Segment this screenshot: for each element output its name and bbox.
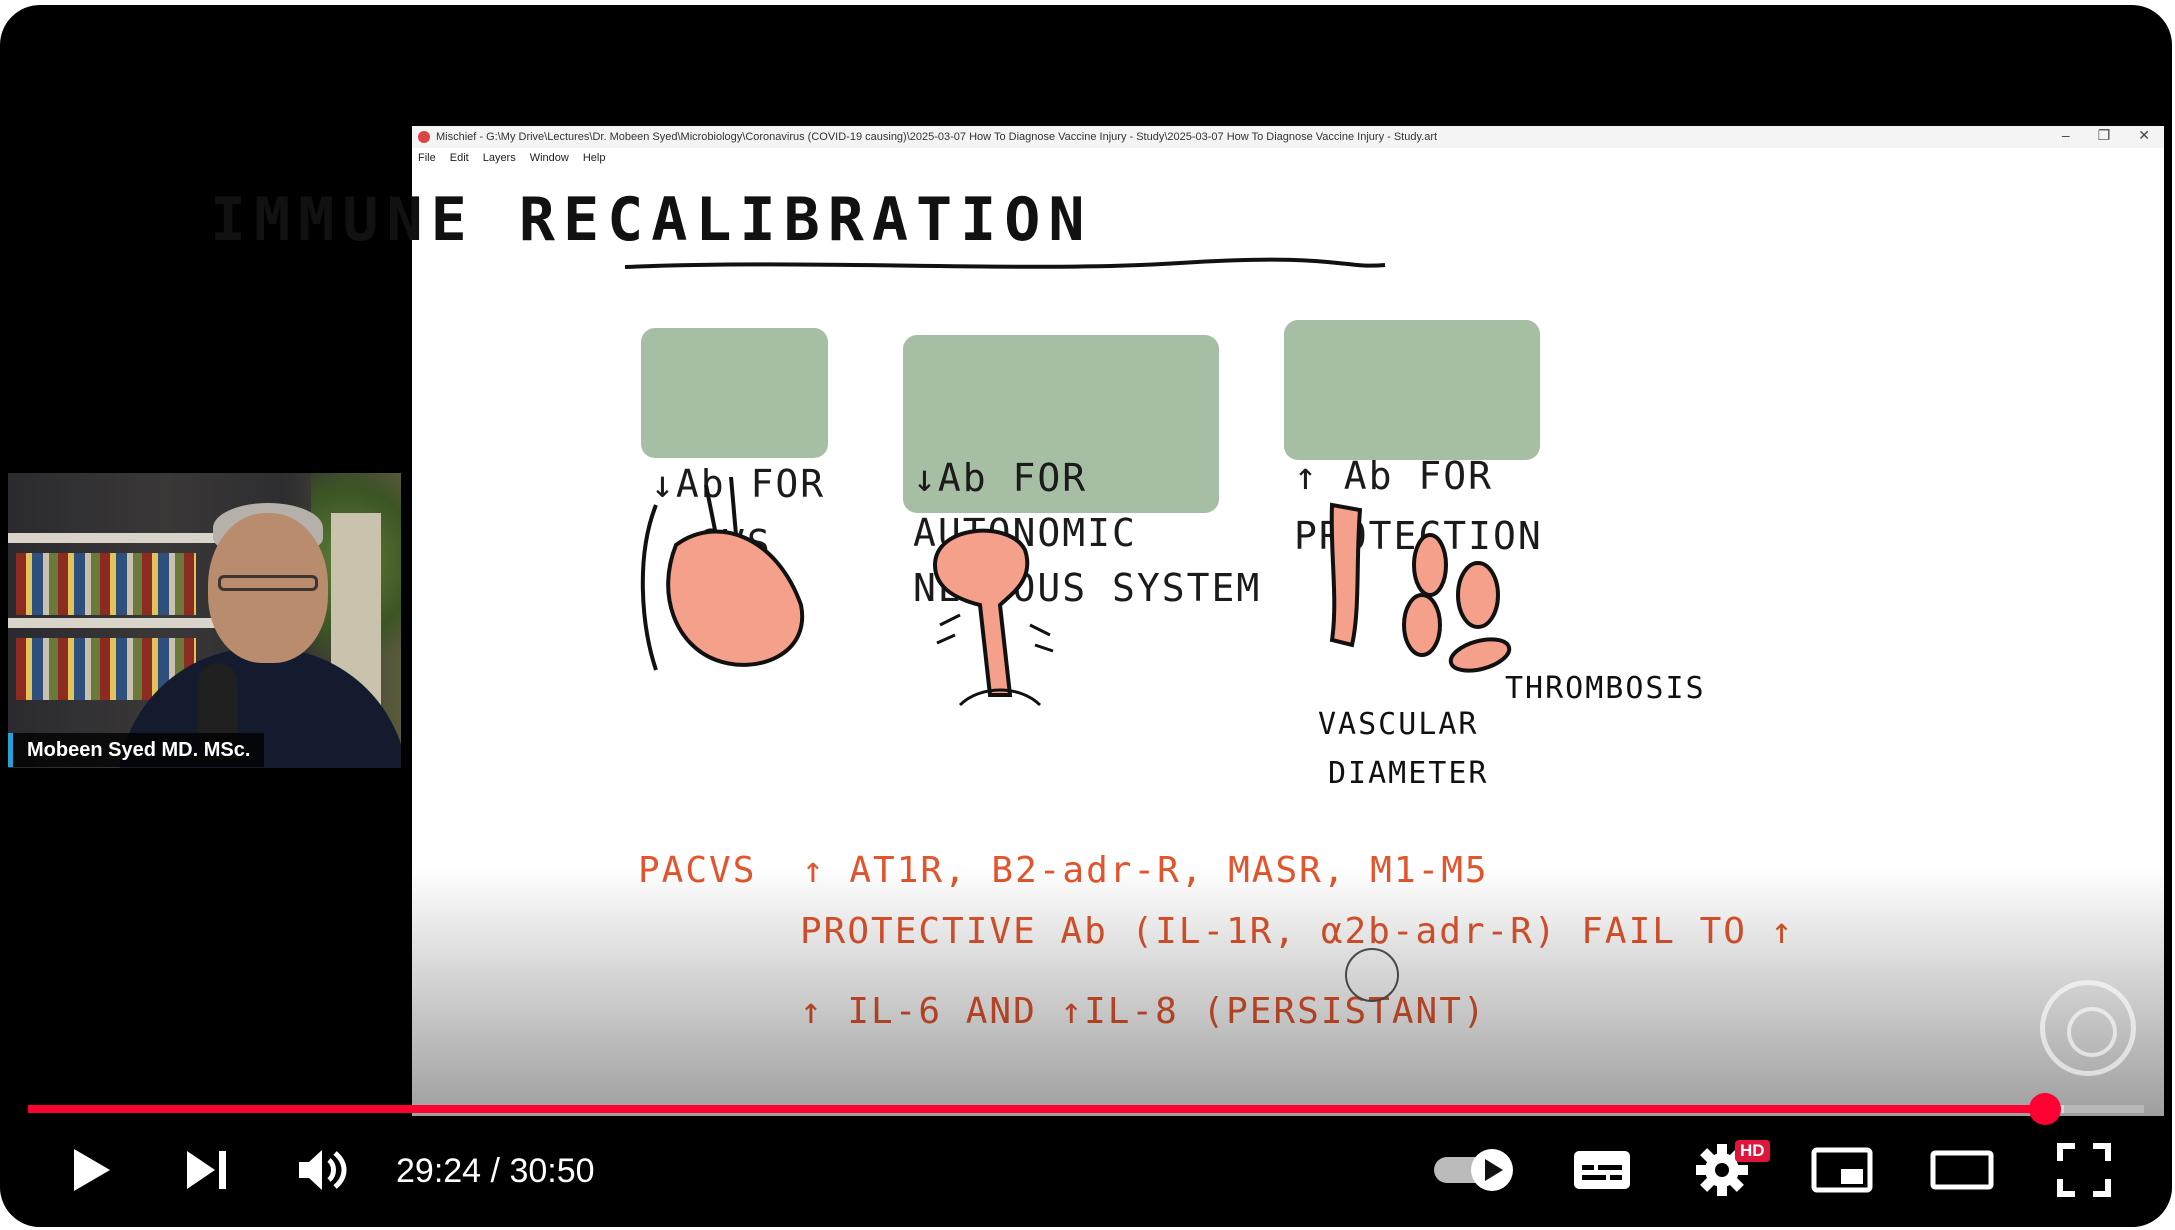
menu-edit: Edit: [449, 152, 469, 164]
hd-badge: HD: [1735, 1140, 1770, 1162]
time-display: 29:24 / 30:50: [396, 1152, 595, 1191]
menu-window: Window: [529, 152, 569, 164]
control-bar: 29:24 / 30:50 HD: [0, 1130, 2172, 1220]
label-diameter: DIAMETER: [1328, 756, 1489, 791]
volume-icon: [299, 1150, 347, 1190]
board-title: IMMUNE RECALIBRATION: [210, 185, 1093, 255]
window-menubar: File Edit Layers Window Help: [412, 148, 605, 168]
subtitles-button[interactable]: [1570, 1130, 1634, 1210]
menu-help: Help: [582, 152, 606, 164]
menu-layers: Layers: [482, 152, 516, 164]
next-icon: [187, 1151, 226, 1189]
duration: 30:50: [509, 1152, 595, 1190]
play-icon: [74, 1149, 110, 1191]
theater-icon: [1930, 1150, 1994, 1190]
time-separator: /: [481, 1152, 510, 1190]
autoplay-toggle[interactable]: [1430, 1130, 1520, 1210]
note-line2: PROTECTIVE Ab (IL-1R, α2b-adr-R) FAIL TO…: [800, 911, 1795, 952]
progress-scrubber-handle[interactable]: [2028, 1093, 2061, 1125]
progress-played: [28, 1105, 2045, 1113]
video-player[interactable]: Mischief - G:\My Drive\Lectures\Dr. Mobe…: [0, 5, 2172, 1227]
note-pacvs: PACVS: [638, 850, 757, 891]
label-vascular: VASCULAR: [1318, 707, 1479, 742]
box-ab-cvs: ↓Ab FORCVS: [641, 328, 828, 566]
fullscreen-icon: [2057, 1143, 2111, 1197]
brain-drawing: [932, 528, 1054, 707]
fullscreen-button[interactable]: [2052, 1130, 2116, 1210]
restore-icon: ❐: [2097, 127, 2111, 143]
window-title: Mischief - G:\My Drive\Lectures\Dr. Mobe…: [436, 131, 1438, 143]
miniplayer-button[interactable]: [1810, 1130, 1874, 1210]
volume-button[interactable]: [292, 1130, 352, 1210]
pointer-cursor: [1345, 948, 1399, 1002]
title-underline: [624, 257, 1386, 269]
current-time: 29:24: [396, 1152, 482, 1190]
theater-mode-button[interactable]: [1930, 1130, 1994, 1210]
note-line1: ↑ AT1R, B2-adr-R, MASR, M1-M5: [802, 850, 1489, 891]
next-button[interactable]: [176, 1130, 236, 1210]
progress-bar[interactable]: [28, 1093, 2144, 1125]
presenter-webcam: [8, 473, 401, 768]
miniplayer-icon: [1811, 1147, 1873, 1193]
channel-watermark-icon[interactable]: [2040, 980, 2136, 1076]
autoplay-toggle-icon: [1434, 1149, 1513, 1191]
window-titlebar: Mischief - G:\My Drive\Lectures\Dr. Mobe…: [412, 126, 2164, 148]
label-thrombosis: THROMBOSIS: [1505, 671, 1706, 706]
minimize-icon: –: [2061, 127, 2070, 143]
vessels-drawing: [1329, 502, 1512, 673]
menu-file: File: [418, 152, 436, 164]
app-logo-icon: [418, 131, 430, 143]
subtitles-icon: [1574, 1151, 1630, 1189]
heart-drawing: [640, 476, 805, 671]
play-button[interactable]: [60, 1130, 120, 1210]
presenter-name-tag: Mobeen Syed MD. MSc.: [8, 733, 265, 767]
close-icon: ✕: [2138, 127, 2150, 143]
